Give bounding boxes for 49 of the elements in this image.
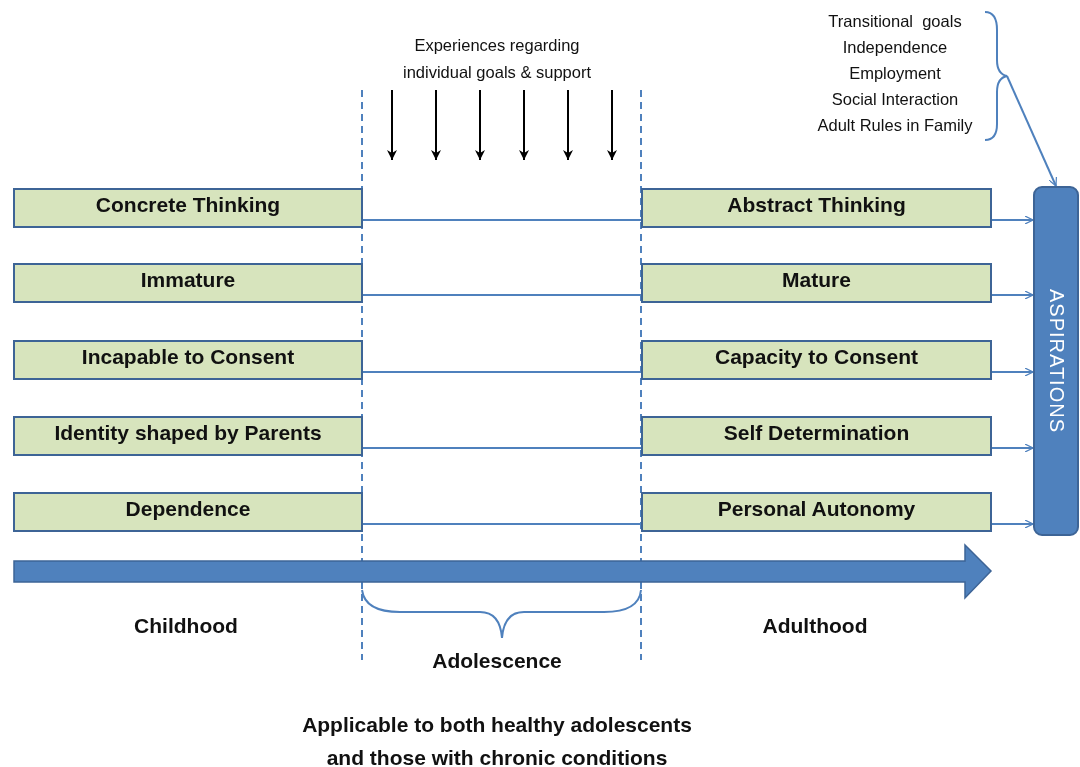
stage-box	[641, 263, 992, 303]
arrow	[519, 89, 529, 161]
stage-text: Concrete Thinking	[95, 193, 281, 217]
connector	[991, 519, 1034, 529]
caption: Applicable to both healthy adolescents and those with chronic conditions	[301, 712, 693, 767]
arrow	[387, 89, 397, 161]
connector	[362, 294, 642, 296]
stage-box	[13, 492, 363, 532]
goal-text: Transitional goals	[828, 11, 962, 32]
connector	[1006, 75, 1057, 187]
arrow	[607, 89, 617, 161]
stage-label: Childhood	[134, 614, 238, 638]
stage-text: Personal Autonomy	[717, 497, 916, 521]
stage-box	[641, 188, 992, 228]
stage-box	[641, 492, 992, 532]
stage-box	[13, 340, 363, 380]
stage-text: Self Determination	[723, 421, 910, 445]
stage-text: Capacity to Consent	[715, 345, 918, 369]
stage-label: Adolescence	[432, 649, 562, 673]
stage-text: Dependence	[125, 497, 251, 521]
arrow	[563, 89, 573, 161]
stage-text: Mature	[782, 268, 851, 292]
connector	[991, 215, 1034, 225]
experiences-text: Experiences regarding individual goals & support	[401, 35, 592, 83]
stage-label: Adulthood	[762, 614, 868, 638]
arrow	[431, 89, 441, 161]
stage-box	[13, 188, 363, 228]
goal-text: Adult Rules in Family	[817, 115, 973, 136]
connector	[991, 367, 1034, 377]
connector	[362, 523, 642, 525]
connector	[362, 371, 642, 373]
connector	[362, 219, 642, 221]
stage-box	[13, 263, 363, 303]
connector	[362, 447, 642, 449]
aspirations-text: ASPIRATIONS	[1044, 289, 1068, 433]
stage-text: Identity shaped by Parents	[54, 421, 322, 445]
stage-box	[13, 416, 363, 456]
goal-text: Independence	[842, 37, 948, 58]
stage-text: Abstract Thinking	[727, 193, 906, 217]
stage-text: Incapable to Consent	[81, 345, 295, 369]
stage-text: Immature	[140, 268, 236, 292]
arrow	[475, 89, 485, 161]
stage-box	[641, 340, 992, 380]
goal-text: Social Interaction	[831, 89, 959, 110]
goal-text: Employment	[849, 63, 941, 84]
connector	[991, 443, 1034, 453]
connector	[991, 290, 1034, 300]
stage-box	[641, 416, 992, 456]
aspirations-bar	[1033, 186, 1079, 536]
